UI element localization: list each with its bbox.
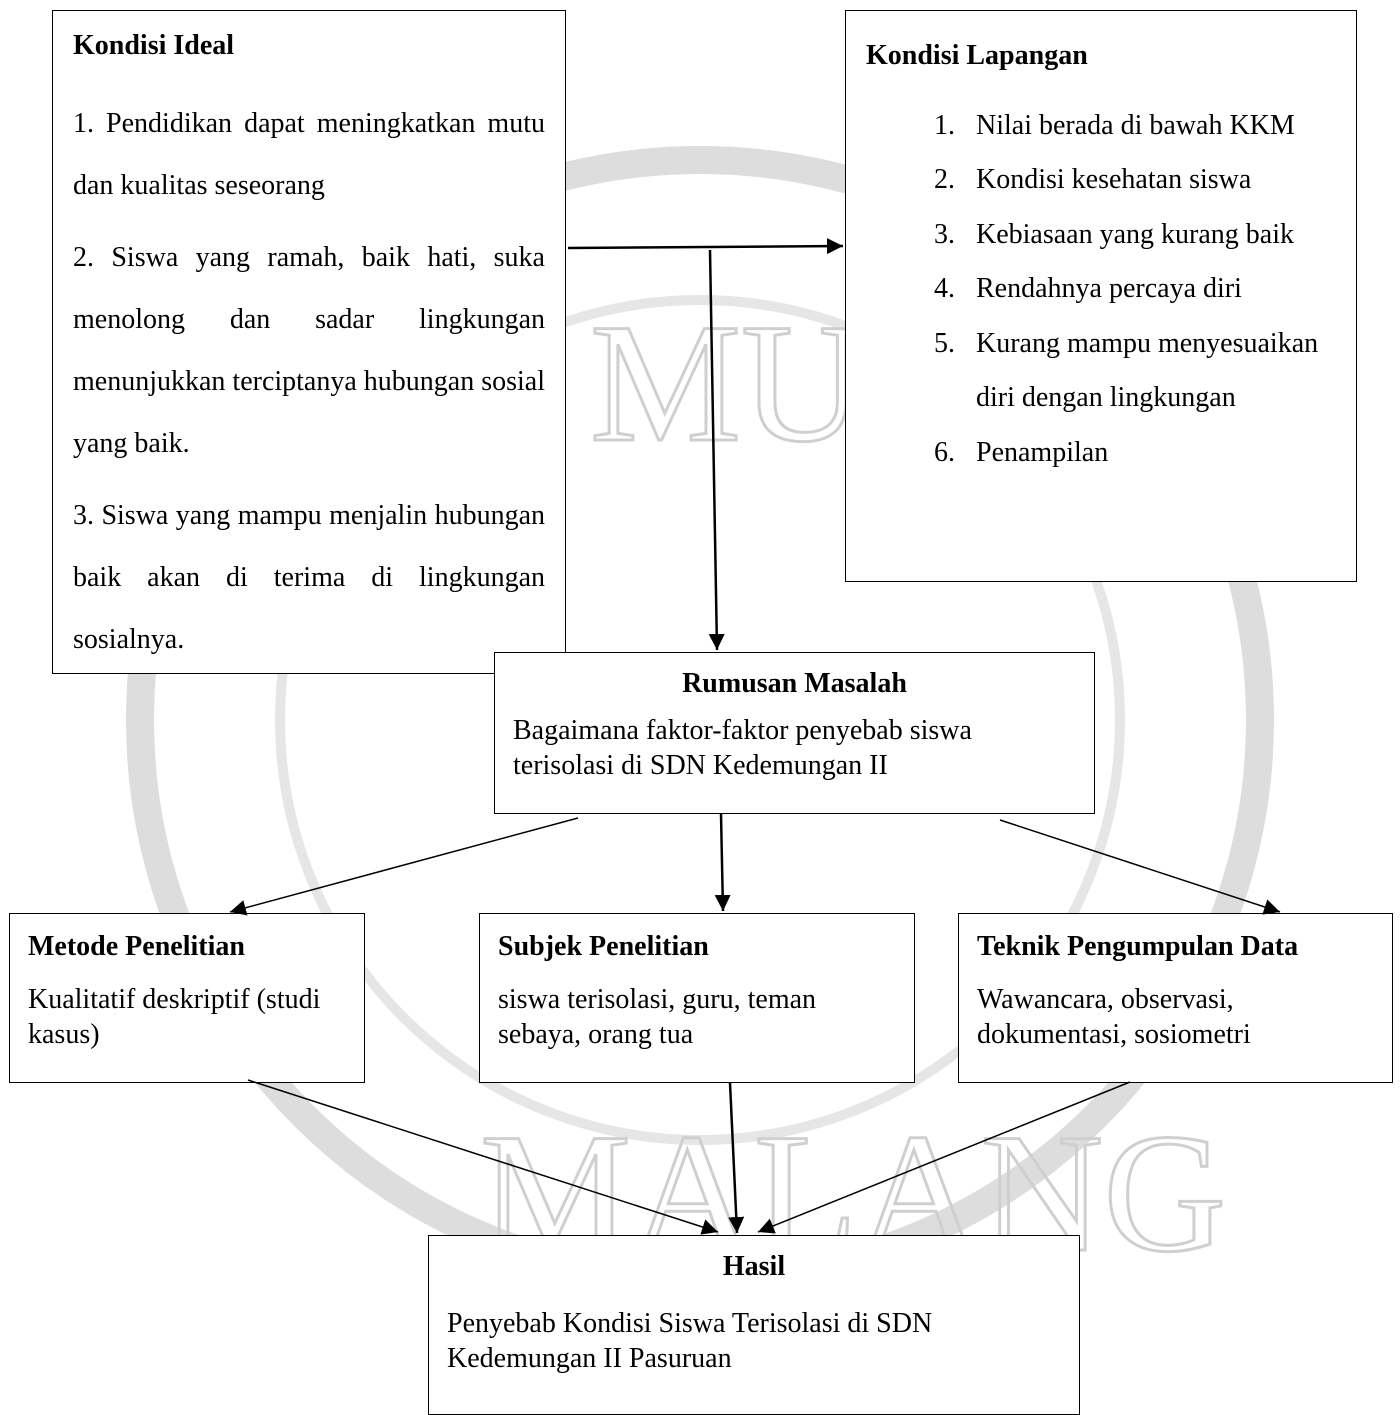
subjek-penelitian-text: siswa terisolasi, guru, teman sebaya, or… [498, 983, 817, 1050]
arrow-rumusan-to-teknik [999, 819, 1281, 915]
arrow-ideal-to-lapangan [567, 238, 844, 255]
kondisi-ideal-title: Kondisi Ideal [73, 30, 235, 61]
metode-penelitian-text: Kualitatif deskriptif (studi kasus) [28, 983, 321, 1050]
kondisi-lapangan-list: Nilai berada di bawah KKM Kondisi keseha… [866, 99, 1336, 481]
teknik-pengumpulan-data-title: Teknik Pengumpulan Data [977, 931, 1299, 962]
kondisi-ideal-item: 3. Siswa yang mampu menjalin hubungan ba… [73, 499, 545, 655]
arrow-rumusan-to-subjek [714, 813, 731, 912]
arrow-rumusan-to-metode [229, 817, 579, 916]
hasil-title: Hasil [722, 1251, 786, 1282]
arrow-teknik-to-hasil [757, 1081, 1131, 1234]
rumusan-masalah-title: Rumusan Masalah [682, 668, 907, 699]
hasil-box: Hasil Penyebab Kondisi Siswa Terisolasi … [428, 1235, 1080, 1415]
subjek-penelitian-title: Subjek Penelitian [498, 931, 709, 962]
kondisi-lapangan-item: Kebiasaan yang kurang baik [962, 208, 1336, 263]
kondisi-ideal-item: 1. Pendidikan dapat meningkatkan mutu da… [73, 107, 545, 201]
rumusan-masalah-text: Bagaimana faktor-faktor penyebab siswa t… [513, 714, 972, 781]
rumusan-masalah-box: Rumusan Masalah Bagaimana faktor-faktor … [494, 652, 1095, 814]
kondisi-lapangan-item: Kurang mampu menyesuaikan diri dengan li… [962, 317, 1336, 426]
teknik-pengumpulan-data-text: Wawancara, observasi, dokumentasi, sosio… [977, 983, 1251, 1050]
kondisi-ideal-box: Kondisi Ideal 1. Pendidikan dapat mening… [52, 10, 566, 674]
metode-penelitian-title: Metode Penelitian [28, 931, 245, 962]
kondisi-lapangan-box: Kondisi Lapangan Nilai berada di bawah K… [845, 10, 1357, 582]
teknik-pengumpulan-data-box: Teknik Pengumpulan Data Wawancara, obser… [958, 913, 1393, 1083]
kondisi-lapangan-item: Penampilan [962, 426, 1336, 481]
kondisi-lapangan-item: Rendahnya percaya diri [962, 262, 1336, 317]
metode-penelitian-box: Metode Penelitian Kualitatif deskriptif … [9, 913, 365, 1083]
kondisi-lapangan-title: Kondisi Lapangan [866, 40, 1088, 71]
kondisi-lapangan-item: Kondisi kesehatan siswa [962, 153, 1336, 208]
arrow-to-rumusan [708, 249, 725, 651]
arrow-metode-to-hasil [247, 1079, 719, 1235]
hasil-text: Penyebab Kondisi Siswa Terisolasi di SDN… [447, 1307, 933, 1374]
arrow-subjek-to-hasil [728, 1082, 745, 1234]
kondisi-lapangan-item: Nilai berada di bawah KKM [962, 99, 1336, 154]
kondisi-ideal-item: 2. Siswa yang ramah, baik hati, suka men… [73, 241, 545, 459]
subjek-penelitian-box: Subjek Penelitian siswa terisolasi, guru… [479, 913, 915, 1083]
kondisi-ideal-list: 1. Pendidikan dapat meningkatkan mutu da… [73, 93, 545, 671]
